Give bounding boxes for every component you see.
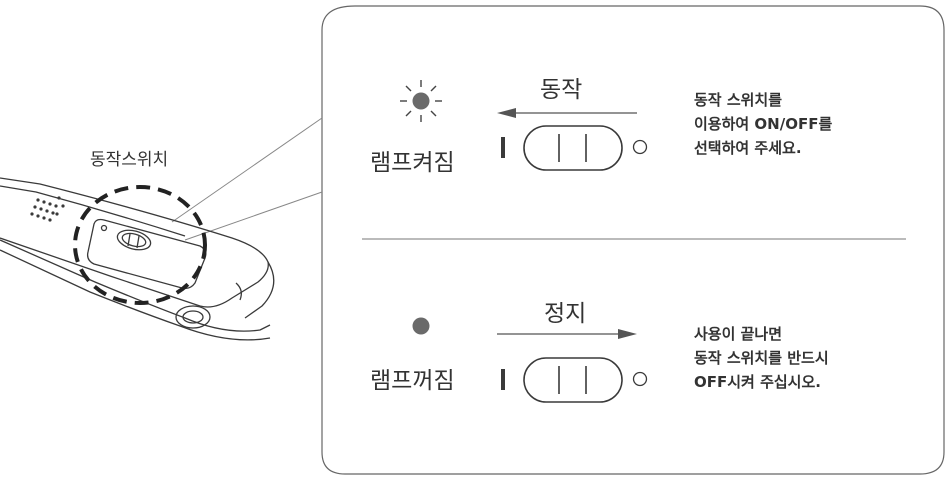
lamp-on-icon [400,80,442,122]
stop-label: 정지 [544,301,587,327]
device-switch-label: 동작스위치 [90,150,169,170]
bottom-instructions: 사용이 끝나면 동작 스위치를 반드시 OFF시켜 주십시오. [694,322,924,394]
callout-line-upper [171,117,323,223]
on-mark-bar [501,137,505,158]
lamp-on-label: 램프켜짐 [370,150,455,176]
switch-highlight-circle [73,185,207,305]
callout-line-lower [184,191,323,241]
lamp-off-icon [412,317,430,335]
switch-graphic-off [523,357,648,403]
operate-label: 동작 [540,77,583,103]
straightener-illustration [0,177,275,341]
top-instructions: 동작 스위치를 이용하여 ON/OFF를 선택하여 주세요. [694,88,924,160]
arrow-right-icon [497,329,637,339]
top-instruction-line: 선택하여 주세요. [694,139,802,157]
bottom-instruction-line: 사용이 끝나면 [694,325,783,343]
top-instruction-line: 이용하여 ON/OFF를 [694,115,833,133]
bottom-instruction-line: OFF시켜 주십시오. [694,373,821,391]
vent-holes [30,196,65,222]
switch-graphic-on [523,125,648,171]
top-instruction-line: 동작 스위치를 [694,91,783,109]
on-mark-bar-bottom [501,369,505,390]
lamp-off-label: 램프꺼짐 [370,368,455,394]
arrow-left-icon [497,108,637,118]
bottom-instruction-line: 동작 스위치를 반드시 [694,349,829,367]
callout-panel [321,5,945,475]
